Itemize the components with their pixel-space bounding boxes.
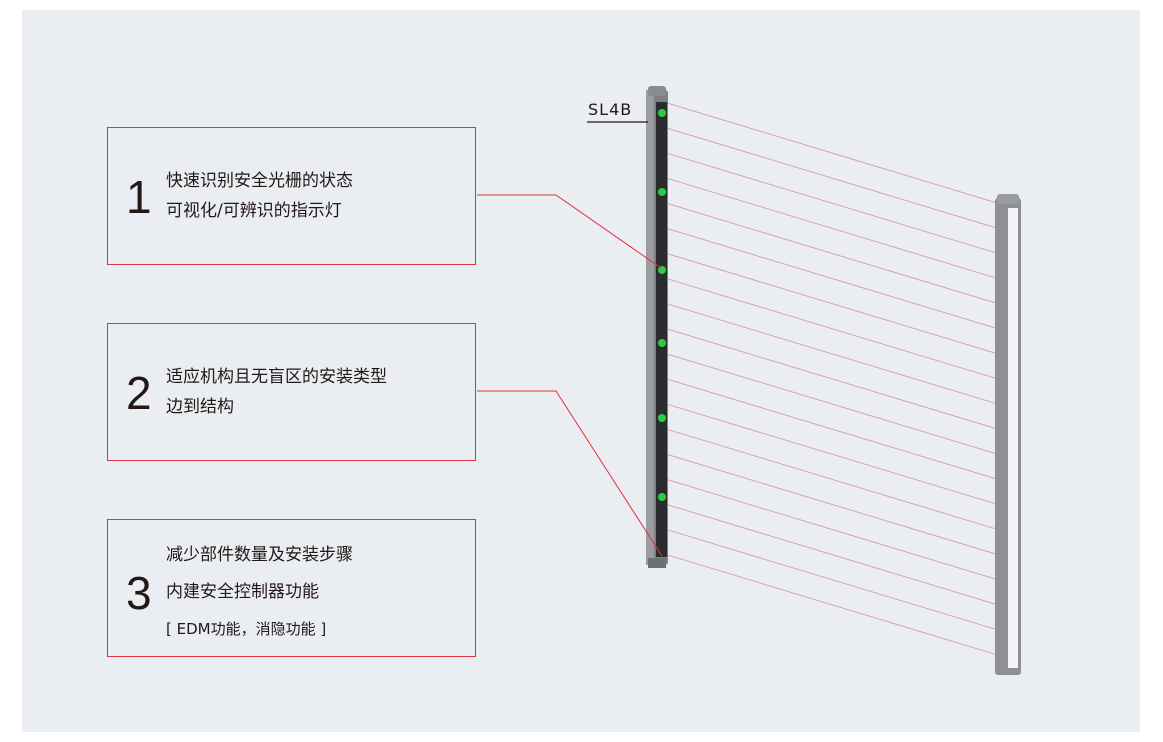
feature-line: 边到结构 [166,397,234,417]
light-beam [666,328,998,430]
feature-box-1: 1 快速识别安全光栅的状态 可视化/可辨识的指示灯 [107,127,476,265]
light-beam [666,202,998,304]
light-beam [666,479,998,580]
feature-line: 快速识别安全光栅的状态 [166,171,353,191]
feature-line: 减少部件数量及安装步骤 [166,545,353,565]
emitter-lens [656,102,667,557]
emitter-side [646,90,654,565]
leader-line-2 [477,390,663,557]
receiver-channel [1008,208,1018,668]
indicator-led [658,109,666,117]
model-label: SL4B [588,100,633,119]
light-beam [666,403,998,505]
feature-text: 适应机构且无盲区的安装类型 边到结构 [166,362,387,422]
light-beams [666,102,998,656]
light-beam [666,278,998,380]
feature-box-3: 3 减少部件数量及安装步骤 内建安全控制器功能 [ EDM功能，消隐功能 ] [107,519,476,657]
light-beam [666,177,998,279]
light-beam [666,127,998,229]
light-beam [666,353,998,455]
light-beam [666,253,998,355]
feature-number: 2 [126,367,152,419]
light-beam [666,152,998,254]
indicator-led [658,266,666,274]
emitter-bottom [648,558,666,568]
receiver-cap [997,194,1019,204]
light-beam [666,378,998,480]
light-beam [666,453,998,555]
feature-line: [ EDM功能，消隐功能 ] [166,620,327,638]
light-beam [666,102,998,204]
light-beam [666,228,998,329]
indicator-led [658,414,666,422]
emitter-unit [646,86,668,568]
indicator-led [658,493,666,501]
feature-box-2: 2 适应机构且无盲区的安装类型 边到结构 [107,323,476,461]
feature-line: 适应机构且无盲区的安装类型 [166,367,387,387]
feature-line: 可视化/可辨识的指示灯 [166,201,342,221]
leader-line-1 [477,194,662,269]
indicator-led [658,188,666,196]
feature-line: 内建安全控制器功能 [166,582,319,602]
indicator-led [658,339,666,347]
light-beam [666,529,998,631]
feature-number: 1 [126,171,152,223]
light-beam [666,504,998,606]
light-beam [666,554,998,656]
light-beam [666,428,998,530]
feature-text: 快速识别安全光栅的状态 可视化/可辨识的指示灯 [166,166,353,226]
feature-text: 减少部件数量及安装步骤 内建安全控制器功能 [ EDM功能，消隐功能 ] [166,537,353,648]
light-beam [666,303,998,405]
receiver-unit [995,194,1021,675]
feature-number: 3 [126,567,152,619]
emitter-cap [648,86,666,96]
background-panel [22,10,1140,732]
